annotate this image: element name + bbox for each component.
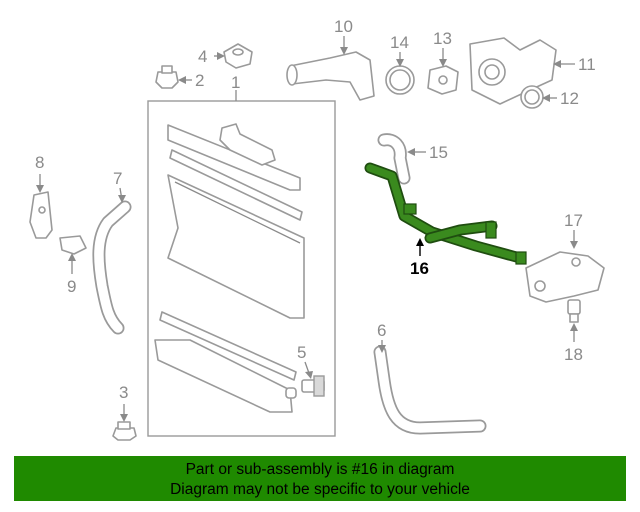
callout-9: 9 bbox=[67, 277, 76, 296]
part-12-o-ring bbox=[520, 85, 544, 109]
part-17-outlet-housing bbox=[525, 251, 605, 303]
callout-labels: 1 2 3 4 5 6 7 8 9 10 11 12 13 14 15 16 1… bbox=[35, 17, 596, 402]
callout-3: 3 bbox=[119, 383, 128, 402]
callout-14: 14 bbox=[390, 33, 409, 52]
callout-16: 16 bbox=[410, 259, 429, 278]
callout-2: 2 bbox=[195, 71, 204, 90]
part-5-sensor bbox=[301, 375, 325, 397]
part-18-sensor bbox=[567, 299, 581, 323]
callout-7: 7 bbox=[113, 169, 122, 188]
radiator-assembly bbox=[147, 100, 336, 437]
callout-8: 8 bbox=[35, 153, 44, 172]
callout-17: 17 bbox=[564, 211, 583, 230]
part-13-thermostat bbox=[427, 65, 459, 95]
banner-line-2: Diagram may not be specific to your vehi… bbox=[170, 481, 470, 498]
callout-11: 11 bbox=[578, 55, 596, 74]
banner-line-1: Part or sub-assembly is #16 in diagram bbox=[185, 461, 455, 478]
part-7-upper-hose bbox=[92, 200, 132, 335]
callout-4: 4 bbox=[198, 47, 207, 66]
part-6-lower-hose bbox=[373, 345, 487, 435]
part-3-cap bbox=[112, 421, 137, 441]
info-banner: Part or sub-assembly is #16 in diagram D… bbox=[14, 456, 626, 501]
callout-15: 15 bbox=[429, 143, 448, 162]
callout-1: 1 bbox=[231, 73, 240, 92]
callout-13: 13 bbox=[433, 29, 452, 48]
callout-10: 10 bbox=[334, 17, 353, 36]
part-9-clamp bbox=[59, 235, 87, 255]
part-8-bracket bbox=[29, 191, 53, 239]
parts-diagram: 1 2 3 4 5 6 7 8 9 10 11 12 13 14 15 16 1… bbox=[29, 17, 605, 441]
callout-6: 6 bbox=[377, 321, 386, 340]
callout-5: 5 bbox=[297, 343, 306, 362]
part-14-gasket bbox=[385, 65, 415, 95]
part-16-water-pipe-highlighted bbox=[364, 162, 527, 265]
part-4-radiator-cap bbox=[223, 43, 253, 69]
part-15-bypass-hose bbox=[377, 133, 411, 185]
leader-lines bbox=[36, 36, 578, 422]
callout-18: 18 bbox=[564, 345, 583, 364]
part-10-water-outlet bbox=[286, 51, 375, 101]
part-2-drain-plug bbox=[155, 65, 179, 89]
callout-12: 12 bbox=[560, 89, 579, 108]
